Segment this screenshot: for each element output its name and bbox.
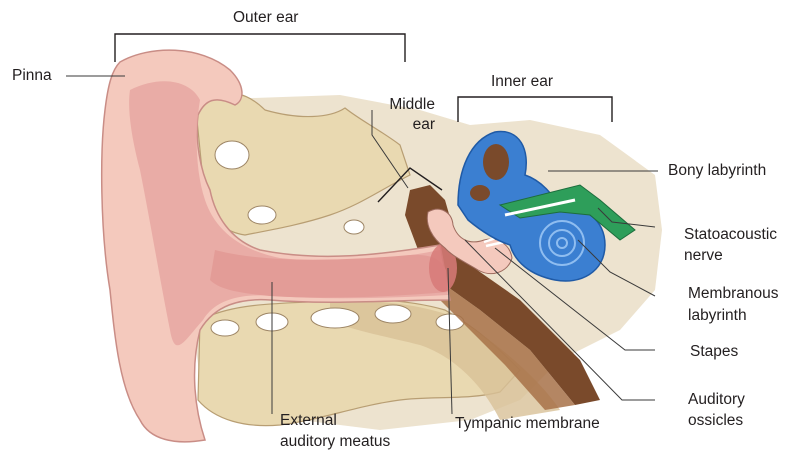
labyrinth-hole xyxy=(470,185,490,201)
label-membranous-line1: Membranous xyxy=(688,284,778,304)
inner-ear-bracket xyxy=(458,97,612,122)
bone-cavity xyxy=(375,305,411,323)
bone-cavity xyxy=(311,308,359,328)
label-pinna: Pinna xyxy=(12,66,52,86)
label-statoacoustic-line2: nerve xyxy=(684,246,723,266)
labyrinth-hole xyxy=(483,144,509,180)
label-membranous-line2: labyrinth xyxy=(688,306,747,326)
bone-cavity xyxy=(344,220,364,234)
label-ossicles-line1: Auditory xyxy=(688,390,745,410)
label-middle-ear-line1: Middle xyxy=(365,95,435,115)
label-middle-ear-line2: ear xyxy=(365,115,435,135)
label-outer-ear: Outer ear xyxy=(233,8,298,28)
bone-cavity xyxy=(211,320,239,336)
label-meatus-line2: auditory meatus xyxy=(280,432,390,452)
bone-cavity xyxy=(248,206,276,224)
label-statoacoustic-line1: Statoacoustic xyxy=(684,225,777,245)
bone-cavity xyxy=(215,141,249,169)
label-meatus-line1: External xyxy=(280,411,337,431)
label-ossicles-line2: ossicles xyxy=(688,411,743,431)
label-bony-labyrinth: Bony labyrinth xyxy=(668,161,766,181)
label-stapes: Stapes xyxy=(690,342,738,362)
label-tympanic: Tympanic membrane xyxy=(455,414,600,434)
label-inner-ear: Inner ear xyxy=(491,72,553,92)
